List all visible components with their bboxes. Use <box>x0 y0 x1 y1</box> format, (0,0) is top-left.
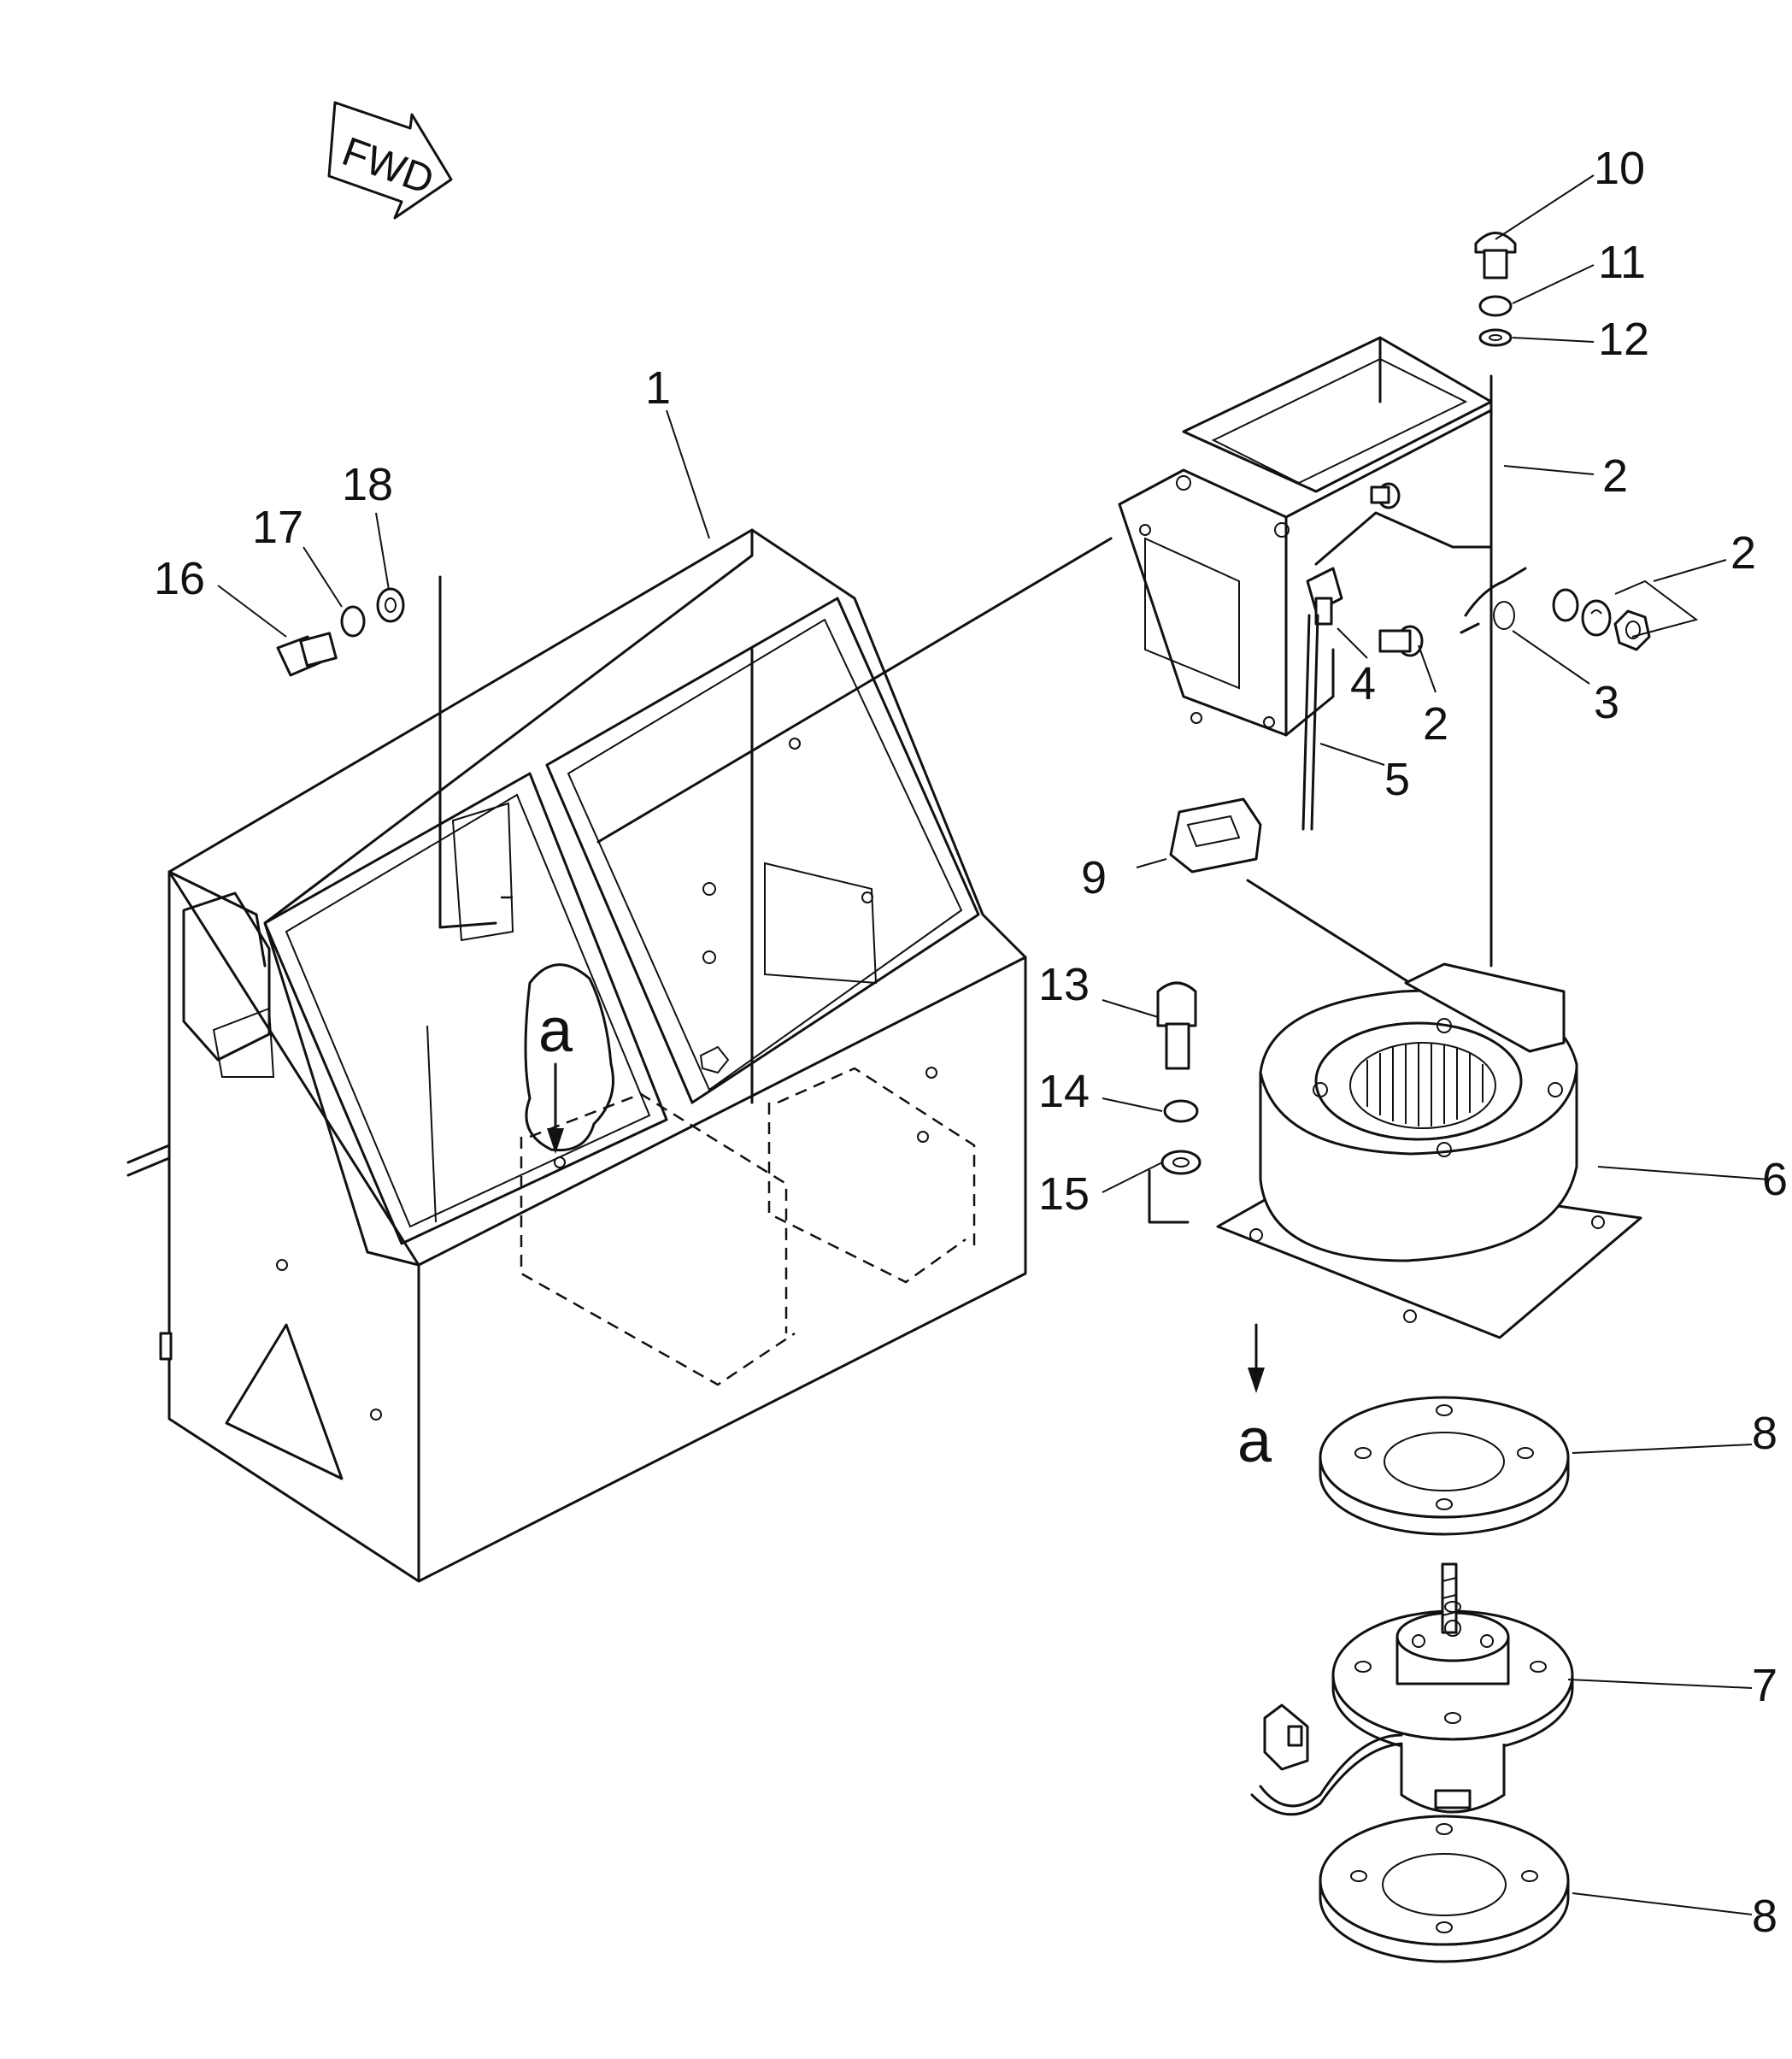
callout-leaders <box>217 174 1770 1915</box>
blower-unit <box>1216 962 1642 1393</box>
section-marker-label: a <box>538 997 573 1065</box>
duct-bracket <box>1118 336 1493 737</box>
top-bolt-set <box>1474 232 1517 968</box>
callout-7: 7 <box>1752 1660 1777 1711</box>
callout-6: 6 <box>1762 1154 1788 1205</box>
blower-motor <box>1250 1562 1574 1816</box>
side-bolt-set <box>276 587 405 677</box>
callout-4: 4 <box>1350 658 1376 709</box>
mounting-bolt-set <box>1148 981 1202 1224</box>
callout-9: 9 <box>1081 852 1107 903</box>
callout-15: 15 <box>1038 1168 1090 1220</box>
fwd-arrow-icon: FWD <box>327 101 453 220</box>
callout-1: 1 <box>645 362 671 414</box>
housing-holes <box>276 738 937 1421</box>
washer-nut-set <box>1552 588 1651 651</box>
control-rod <box>1301 614 1319 831</box>
callout-8b: 8 <box>1752 1891 1777 1942</box>
callout-14: 14 <box>1038 1066 1090 1117</box>
callout-13: 13 <box>1038 959 1090 1010</box>
callout-11: 11 <box>1598 237 1646 288</box>
callout-2a: 2 <box>1602 450 1628 502</box>
gasket-upper <box>1319 1396 1570 1536</box>
callout-10: 10 <box>1594 143 1645 194</box>
housing-box: a <box>126 528 1027 1583</box>
callout-18: 18 <box>342 459 393 510</box>
bracket-screw <box>1370 482 1424 657</box>
callout-8a: 8 <box>1752 1408 1777 1459</box>
section-view-label: a <box>1237 1407 1272 1475</box>
callout-12: 12 <box>1598 314 1649 365</box>
callout-16: 16 <box>154 553 205 604</box>
spring-clip <box>1460 567 1527 634</box>
callout-17: 17 <box>252 502 303 553</box>
callout-2c: 2 <box>1423 698 1448 750</box>
blower-fins <box>1366 1043 1484 1127</box>
callout-2b: 2 <box>1730 527 1756 579</box>
link-plate <box>1306 567 1343 626</box>
callout-numbers: 1 10 11 12 2 2 3 4 2 5 9 13 14 15 6 8 7 … <box>154 143 1788 1942</box>
callout-5: 5 <box>1384 754 1410 805</box>
gasket-lower <box>1319 1815 1570 1963</box>
resistor <box>1169 797 1412 985</box>
callout-3: 3 <box>1594 677 1619 728</box>
